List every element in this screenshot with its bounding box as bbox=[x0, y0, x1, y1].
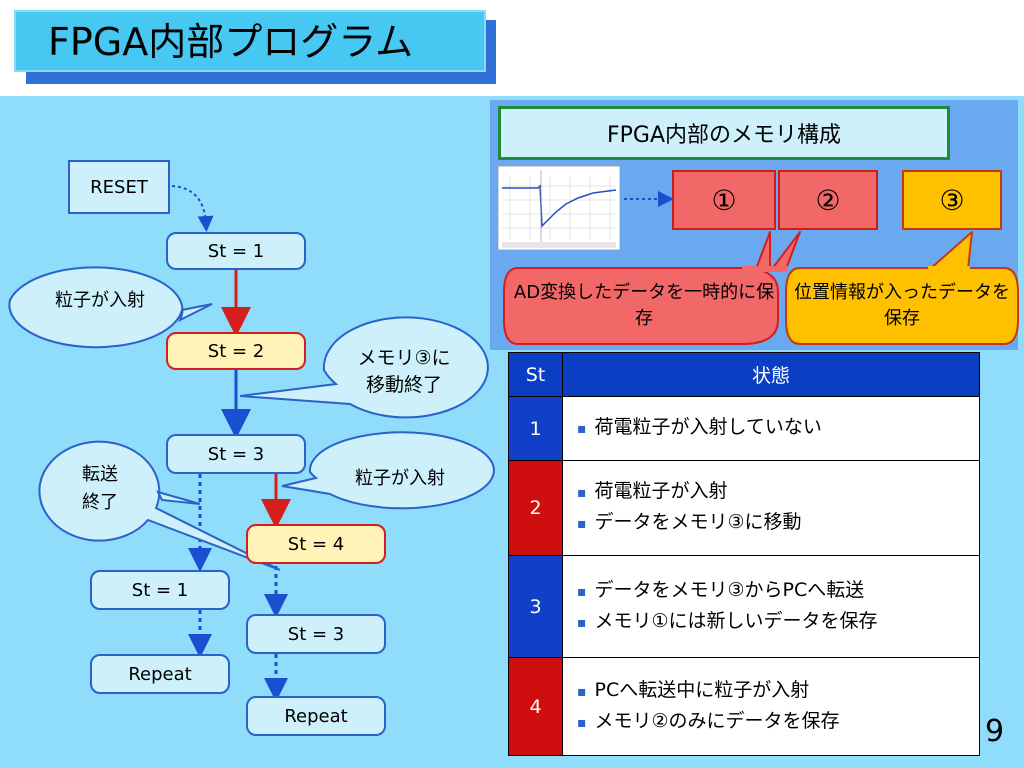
table-cell-st: 3 bbox=[508, 555, 563, 658]
callout-move-bubble bbox=[239, 316, 489, 419]
memory-3-box: ③ bbox=[902, 170, 1002, 230]
status-line: PCへ転送中に粒子が入射 bbox=[594, 678, 810, 701]
callout-transfer-pointer-2 bbox=[156, 490, 201, 505]
table-cell-status: ▪ データをメモリ③からPCへ転送 ▪ メモリ①には新しいデータを保存 bbox=[562, 555, 980, 658]
memory-2-box: ② bbox=[778, 170, 878, 230]
status-line: メモリ②のみにデータを保存 bbox=[594, 709, 840, 732]
state-node-st1: St = 1 bbox=[166, 232, 306, 270]
status-line: 荷電粒子が入射していない bbox=[594, 416, 822, 438]
repeat-node-right: Repeat bbox=[246, 696, 386, 736]
table-cell-status: ▪ 荷電粒子が入射 ▪ データをメモリ③に移動 bbox=[562, 460, 980, 556]
memory-panel-title: FPGA内部のメモリ構成 bbox=[498, 106, 950, 160]
callout-ad-pointer bbox=[755, 231, 801, 270]
state-table-header-st: St bbox=[508, 352, 563, 397]
callout-ad-text: AD変換したデータを一時的に保存 bbox=[513, 282, 775, 329]
bullet-icon: ▪ bbox=[577, 485, 587, 501]
state-node-st1-return: St = 1 bbox=[90, 570, 230, 610]
callout-move-text-line2: 移動終了 bbox=[365, 374, 442, 396]
table-cell-st: 1 bbox=[508, 396, 563, 461]
callout-position-pointer bbox=[929, 231, 973, 270]
table-cell-st: 2 bbox=[508, 460, 563, 556]
memory-1-box: ① bbox=[672, 170, 776, 230]
status-line: 荷電粒子が入射 bbox=[594, 480, 728, 502]
slide-title: FPGA内部プログラム bbox=[48, 20, 414, 64]
status-line: データをメモリ③からPCへ転送 bbox=[594, 578, 865, 601]
state-table-header-row: St 状態 bbox=[508, 352, 980, 397]
state-node-st3-return: St = 3 bbox=[246, 614, 386, 654]
callout-position-bubble bbox=[785, 267, 1019, 345]
callout-particle-1-text: 粒子が入射 bbox=[55, 290, 145, 311]
callout-particle-1-bubble bbox=[8, 266, 213, 349]
bullet-icon: ▪ bbox=[577, 614, 587, 631]
oscilloscope-waveform-image bbox=[498, 166, 620, 250]
state-node-st3: St = 3 bbox=[166, 434, 306, 474]
table-row: 1 ▪ 荷電粒子が入射していない bbox=[508, 396, 980, 461]
callout-transfer-bubble bbox=[38, 440, 281, 571]
table-cell-st: 4 bbox=[508, 657, 563, 756]
bullet-icon: ▪ bbox=[577, 421, 587, 437]
callout-move-text-line1: メモリ③に bbox=[357, 347, 451, 369]
callout-particle-2-bubble bbox=[281, 431, 495, 510]
table-row: 3 ▪ データをメモリ③からPCへ転送 ▪ メモリ①には新しいデータを保存 bbox=[508, 555, 980, 658]
callout-position-text: 位置情報が入ったデータを保存 bbox=[794, 282, 1010, 329]
state-node-st4: St = 4 bbox=[246, 524, 386, 564]
bullet-icon: ▪ bbox=[577, 516, 587, 532]
callout-transfer-text-line2: 終了 bbox=[82, 492, 118, 513]
callout-ad-bubble bbox=[503, 267, 779, 345]
title-box bbox=[14, 10, 486, 72]
bullet-icon: ▪ bbox=[577, 714, 587, 731]
callout-transfer-text-line1: 転送 bbox=[82, 464, 118, 485]
title-area: FPGA内部プログラム bbox=[0, 0, 1024, 96]
table-row: 4 ▪ PCへ転送中に粒子が入射 ▪ メモリ②のみにデータを保存 bbox=[508, 657, 980, 756]
dotted-arrow-reset bbox=[171, 185, 214, 232]
state-node-st2: St = 2 bbox=[166, 332, 306, 370]
page-number: 9 bbox=[985, 714, 1005, 749]
state-table-header-status: 状態 bbox=[562, 352, 980, 397]
table-cell-status: ▪ PCへ転送中に粒子が入射 ▪ メモリ②のみにデータを保存 bbox=[562, 657, 980, 756]
table-cell-status: ▪ 荷電粒子が入射していない bbox=[562, 396, 980, 461]
repeat-node-left: Repeat bbox=[90, 654, 230, 694]
bullet-icon: ▪ bbox=[577, 683, 587, 700]
table-row: 2 ▪ 荷電粒子が入射 ▪ データをメモリ③に移動 bbox=[508, 460, 980, 556]
bullet-icon: ▪ bbox=[577, 583, 587, 600]
status-line: メモリ①には新しいデータを保存 bbox=[594, 609, 878, 632]
status-line: データをメモリ③に移動 bbox=[594, 511, 802, 533]
state-table: St 状態 1 ▪ 荷電粒子が入射していない 2 ▪ 荷電粒子が入射 ▪ データをメモ… bbox=[508, 352, 980, 756]
callout-particle-2-text: 粒子が入射 bbox=[355, 468, 445, 489]
reset-node: RESET bbox=[68, 160, 170, 214]
